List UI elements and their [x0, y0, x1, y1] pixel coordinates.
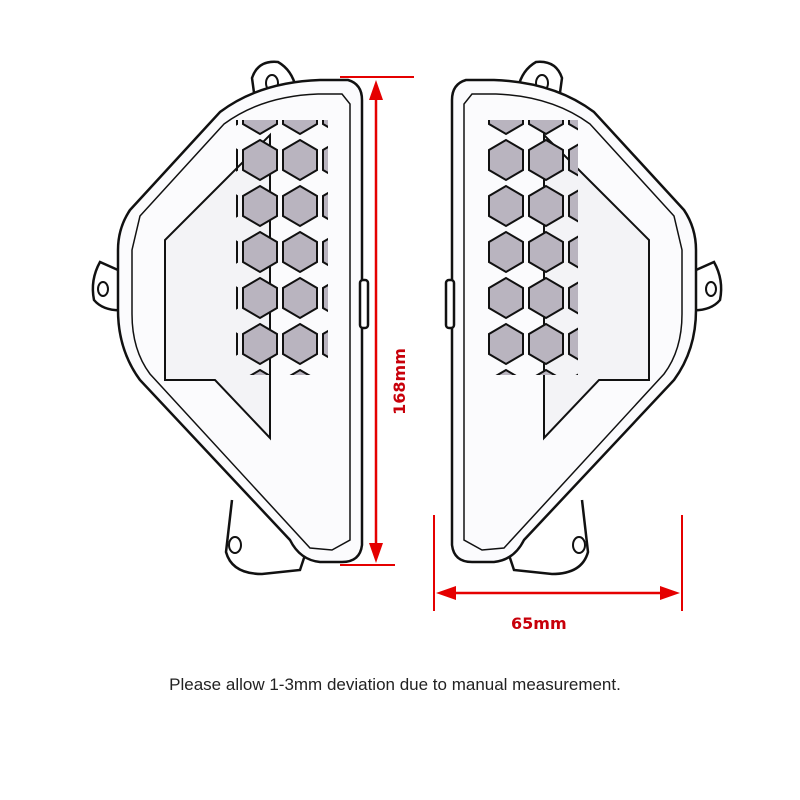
height-dimension-label: 168mm	[389, 348, 409, 415]
width-dimension-label: 65mm	[511, 614, 567, 633]
right-lamp	[444, 60, 723, 576]
left-lamp	[91, 60, 370, 576]
height-dimension	[340, 76, 414, 566]
width-dimension	[433, 515, 683, 611]
measurement-note: Please allow 1-3mm deviation due to manu…	[169, 675, 621, 694]
